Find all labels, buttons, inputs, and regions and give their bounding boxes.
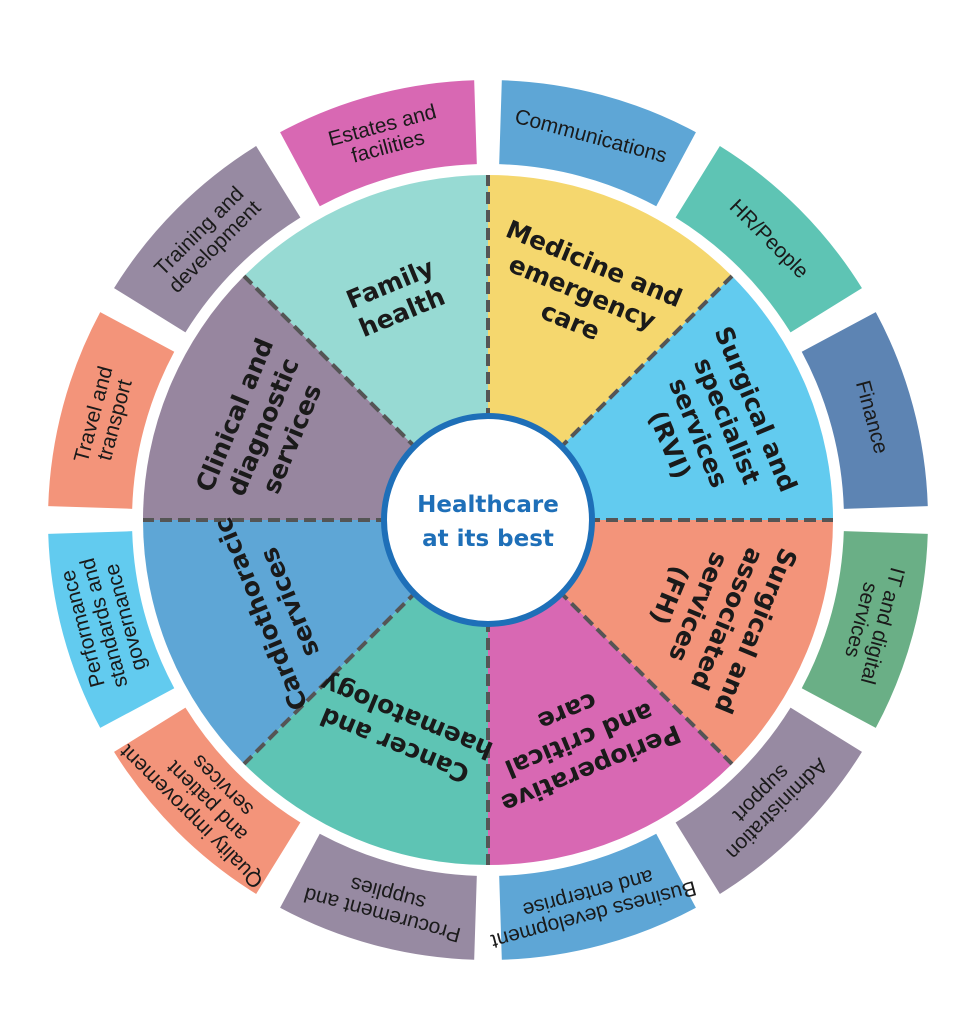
outer-segment-quality	[114, 707, 301, 894]
segment-dividers	[143, 175, 833, 865]
outer-segment-procurement	[280, 833, 477, 960]
divider-line	[242, 274, 419, 451]
outer-ring	[48, 80, 928, 960]
outer-segment-hr-people	[675, 146, 862, 333]
outer-segment-communications	[499, 80, 696, 207]
center-title-line: Healthcare	[417, 492, 559, 518]
divider-line	[557, 589, 734, 766]
outer-segment-travel	[48, 312, 175, 509]
outer-segment-training	[114, 146, 301, 333]
divider-line	[557, 274, 734, 451]
divider-line	[242, 589, 419, 766]
center-hub: Healthcare at its best	[381, 413, 595, 627]
outer-segment-business	[499, 833, 696, 960]
outer-segment-administration	[675, 707, 862, 894]
center-circle	[381, 413, 595, 627]
outer-segment-it-digital	[801, 531, 928, 728]
outer-segment-estates	[280, 80, 477, 207]
outer-segment-performance	[48, 531, 175, 728]
center-title: Healthcare at its best	[417, 492, 559, 552]
center-title-line: at its best	[422, 526, 554, 552]
inner-ring	[143, 175, 833, 865]
outer-segment-finance	[801, 312, 928, 509]
